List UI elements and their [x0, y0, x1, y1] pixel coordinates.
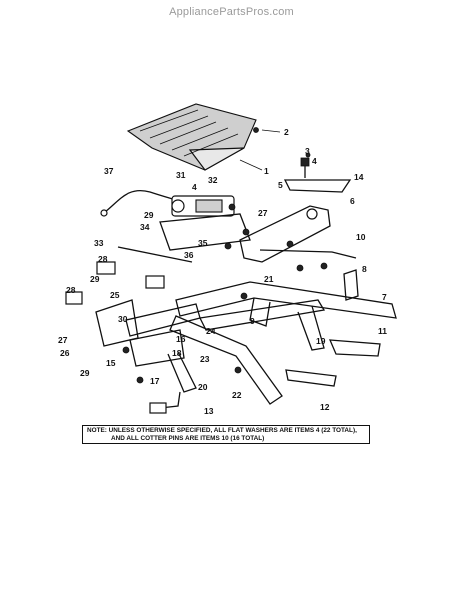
- note-box: NOTE: UNLESS OTHERWISE SPECIFIED, ALL FL…: [82, 425, 370, 444]
- cylinder-assembly: [159, 195, 251, 251]
- fasteners: [122, 127, 328, 384]
- callout-label: 2: [284, 127, 289, 137]
- callout-label: 34: [140, 222, 150, 232]
- callout-label: 13: [204, 406, 214, 416]
- callout-label: 23: [200, 354, 210, 364]
- callout-label: 20: [198, 382, 208, 392]
- callout-label: 4: [192, 182, 197, 192]
- callout-labels: 2 1 3 4 5 14 6 37 31 4 32 29 34 27 33 36…: [58, 127, 387, 416]
- callout-label: 3: [305, 146, 310, 156]
- note-line-1: NOTE: UNLESS OTHERWISE SPECIFIED, ALL FL…: [87, 427, 357, 434]
- floor-mat: [126, 103, 257, 171]
- callout-label: 16: [176, 334, 186, 344]
- callout-label: 37: [104, 166, 114, 176]
- callout-label: 30: [118, 314, 128, 324]
- callout-label: 35: [198, 238, 208, 248]
- callout-label: 6: [350, 196, 355, 206]
- pedal-lever: [283, 157, 352, 193]
- callout-label: 12: [320, 402, 330, 412]
- main-frame: [169, 281, 397, 405]
- callout-label: 8: [362, 264, 367, 274]
- callout-label: 24: [206, 326, 216, 336]
- callout-label: 11: [378, 326, 387, 336]
- callout-label: 19: [316, 336, 326, 346]
- callout-label: 29: [90, 274, 100, 284]
- callout-label: 1: [264, 166, 269, 176]
- rod: [117, 246, 193, 263]
- callout-label: 28: [66, 285, 76, 295]
- callout-label: 27: [258, 208, 268, 218]
- callout-label: 31: [176, 170, 186, 180]
- callout-label: 14: [354, 172, 364, 182]
- callout-label: 9: [250, 316, 255, 326]
- callout-label: 15: [106, 358, 116, 368]
- callout-label: 25: [110, 290, 120, 300]
- callout-label: 29: [80, 368, 90, 378]
- callout-label: 21: [264, 274, 274, 284]
- callout-label: 7: [382, 292, 387, 302]
- callout-label: 29: [144, 210, 154, 220]
- callout-label: 10: [356, 232, 366, 242]
- watermark: AppliancePartsPros.com: [169, 6, 294, 18]
- callout-label: 28: [98, 254, 108, 264]
- callout-label: 18: [172, 348, 182, 358]
- callout-label: 17: [150, 376, 160, 386]
- callout-label: 33: [94, 238, 104, 248]
- callout-label: 27: [58, 335, 68, 345]
- left-arms: [65, 261, 201, 414]
- callout-label: 26: [60, 348, 70, 358]
- callout-label: 36: [184, 250, 194, 260]
- callout-label: 32: [208, 175, 218, 185]
- callout-label: 4: [312, 156, 317, 166]
- right-supports: [285, 269, 381, 387]
- callout-label: 5: [278, 180, 283, 190]
- upper-right-bracket: [239, 205, 357, 263]
- callout-label: 22: [232, 390, 242, 400]
- note-line-2: AND ALL COTTER PINS ARE ITEMS 10 (16 TOT…: [111, 435, 265, 442]
